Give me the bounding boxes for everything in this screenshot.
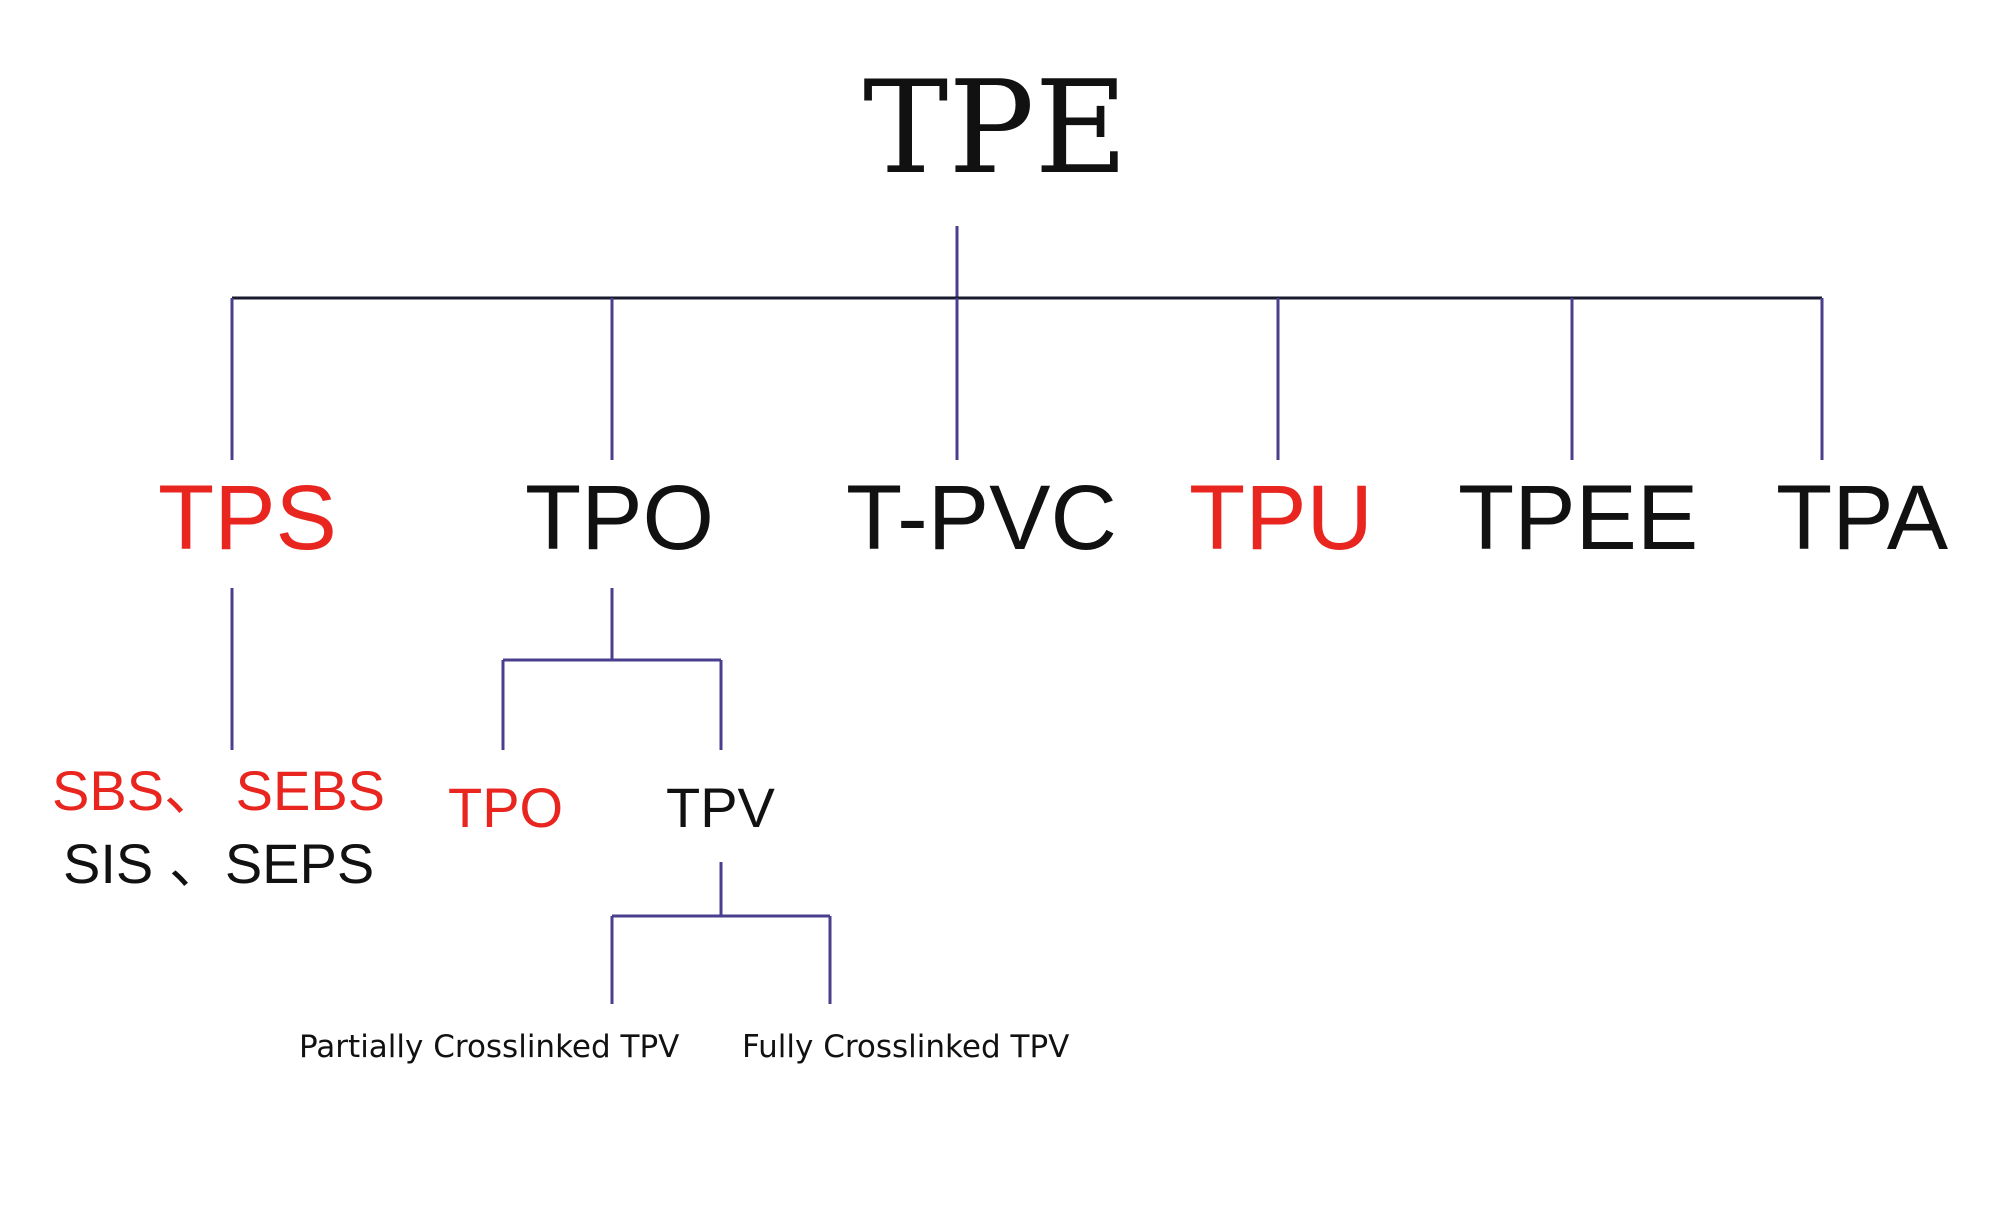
category-tpu-label: TPU [1189, 467, 1373, 569]
tpo-child-tpv-label: TPV [666, 776, 775, 839]
tpv-child-partial-label: Partially Crosslinked TPV [299, 1029, 680, 1065]
tpv-child-full-label: Fully Crosslinked TPV [742, 1029, 1070, 1065]
category-tpvc-label: T-PVC [846, 467, 1117, 569]
root-node-label: TPE [863, 54, 1128, 203]
category-tps-label: TPS [158, 467, 337, 569]
category-tpee-label: TPEE [1458, 467, 1699, 569]
tps-children-red-label: SBS、 SEBS [52, 759, 386, 822]
tpo-child-tpo-label: TPO [448, 776, 564, 839]
category-tpa-label: TPA [1776, 467, 1949, 569]
category-tpo-label: TPO [525, 467, 715, 569]
tps-children-black-label: SIS 、SEPS [63, 832, 375, 895]
